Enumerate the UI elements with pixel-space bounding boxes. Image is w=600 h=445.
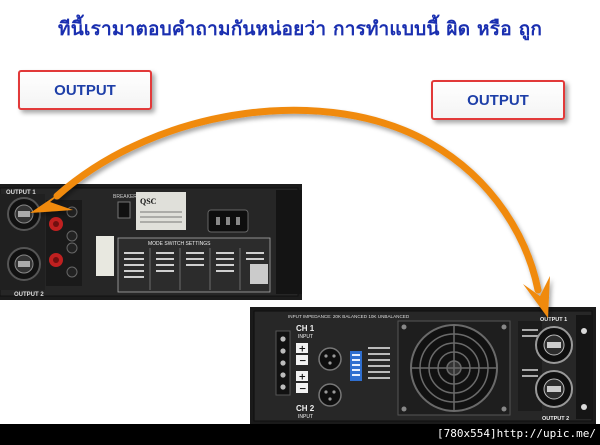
out1-tag: OUTPUT 1 [540,317,567,323]
cooling-fan-icon [397,320,511,416]
svg-text:+: + [299,373,307,383]
polarity-marks [296,343,308,393]
ch2-label: CH 2 [296,404,315,413]
output-label-left: OUTPUT [18,70,152,110]
amplifier-rear-panel-right: INPUT IMPEDANCE: 20K BALANCED 10K UNBALA… [250,307,596,425]
brand-logo: QSC [140,197,157,206]
binding-posts [46,200,82,286]
input-impedance-text: INPUT IMPEDANCE: 20K BALANCED 10K UNBALA… [288,314,410,319]
page-title: ทีนี้เรามาตอบคำถามกันหน่อยว่า การทำแบบนี… [57,18,543,40]
svg-text:+: + [299,345,307,355]
ch1-input-label: INPUT [298,334,313,340]
footer-bar [0,424,600,445]
xlr-input1-icon [318,347,342,371]
mode-switch-title: MODE SWITCH SETTINGS [148,241,211,247]
breaker-switch [117,201,131,219]
amplifier-rear-panel-left: OUTPUT 1 OUTPUT 2 BREAKER QSC MODE SWITC… [0,184,302,300]
breaker-label: BREAKER [113,194,137,200]
svg-text:−: − [299,357,307,367]
footer-watermark: [780x554]http://upic.me/ [437,427,596,440]
ch2-input-label: INPUT [298,414,313,420]
compliance-sticker [96,236,114,276]
out2-tag: OUTPUT 2 [542,416,569,422]
xlr-input2-icon [318,383,342,407]
svg-text:−: − [299,385,307,395]
output1-tag: OUTPUT 1 [6,190,36,196]
output2-tag: OUTPUT 2 [14,292,44,298]
ch1-label: CH 1 [296,324,315,333]
output-label-right: OUTPUT [431,80,565,120]
